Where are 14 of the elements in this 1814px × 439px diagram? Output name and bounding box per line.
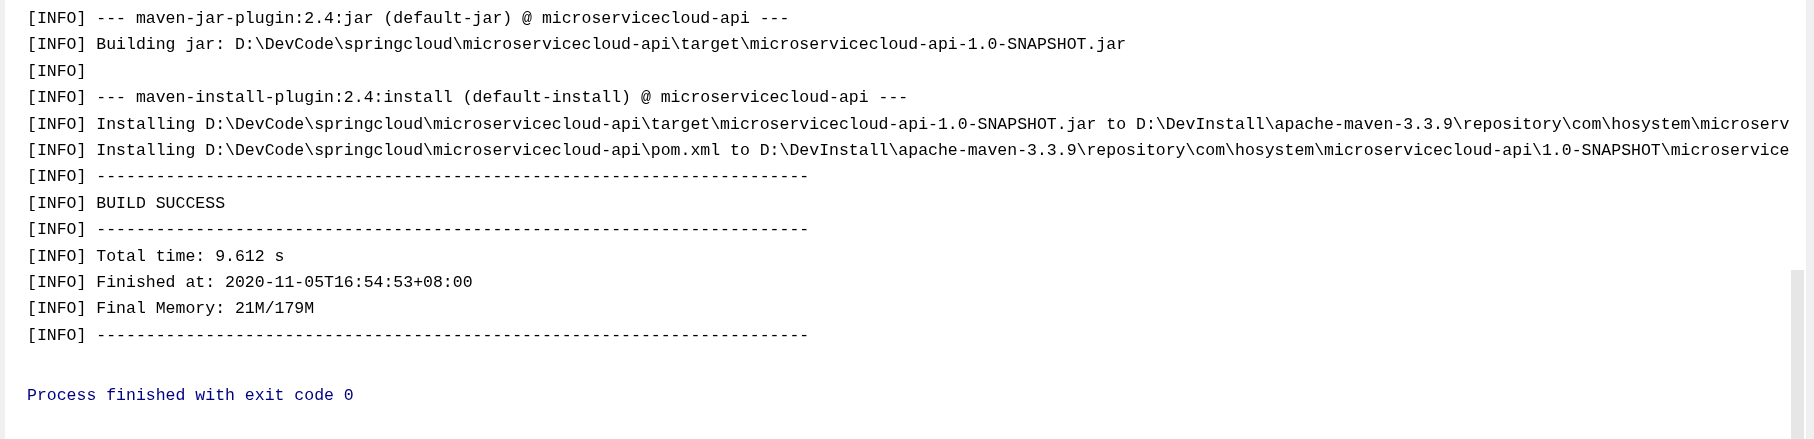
log-line: [INFO] ------------------------------------------------------------------------	[27, 219, 810, 242]
log-line: [INFO] ------------------------------------------------------------------------	[27, 166, 810, 189]
log-line: [INFO] Installing D:\DevCode\springcloud\microservicecloud-api\pom.xml to D:\DevInstall\apache-maven-3.3.9\repository\com\hosystem\microservicecloud-api\1.0-SNAPSHOT\microservice	[27, 140, 1790, 162]
log-line: [INFO] Installing D:\DevCode\springcloud\microservicecloud-api\target\microservicecloud-api-1.0-SNAPSHOT.jar to D:\DevInstall\apache-maven-3.3.9\repository\com\hosystem\microserv	[27, 113, 1790, 136]
log-line: [INFO] ------------------------------------------------------------------------	[27, 324, 810, 347]
log-line: [INFO]	[27, 60, 87, 83]
log-line: [INFO] Total time: 9.612 s	[27, 245, 285, 268]
log-line: [INFO] --- maven-install-plugin:2.4:install (default-install) @ microservicecloud-api ---	[27, 87, 909, 110]
log-line: [INFO] Finished at: 2020-11-05T16:54:53+08:00	[27, 272, 473, 294]
log-line: [INFO] Final Memory: 21M/179M	[27, 298, 315, 321]
log-line: [INFO] Building jar: D:\DevCode\springcloud\microservicecloud-api\target\microservicecloud-api-1.0-SNAPSHOT.jar	[27, 34, 1127, 57]
process-exit-message: Process finished with exit code 0	[27, 385, 354, 407]
log-line: [INFO] BUILD SUCCESS	[27, 192, 226, 215]
log-line: [INFO] --- maven-jar-plugin:2.4:jar (default-jar) @ microservicecloud-api ---	[27, 8, 790, 30]
